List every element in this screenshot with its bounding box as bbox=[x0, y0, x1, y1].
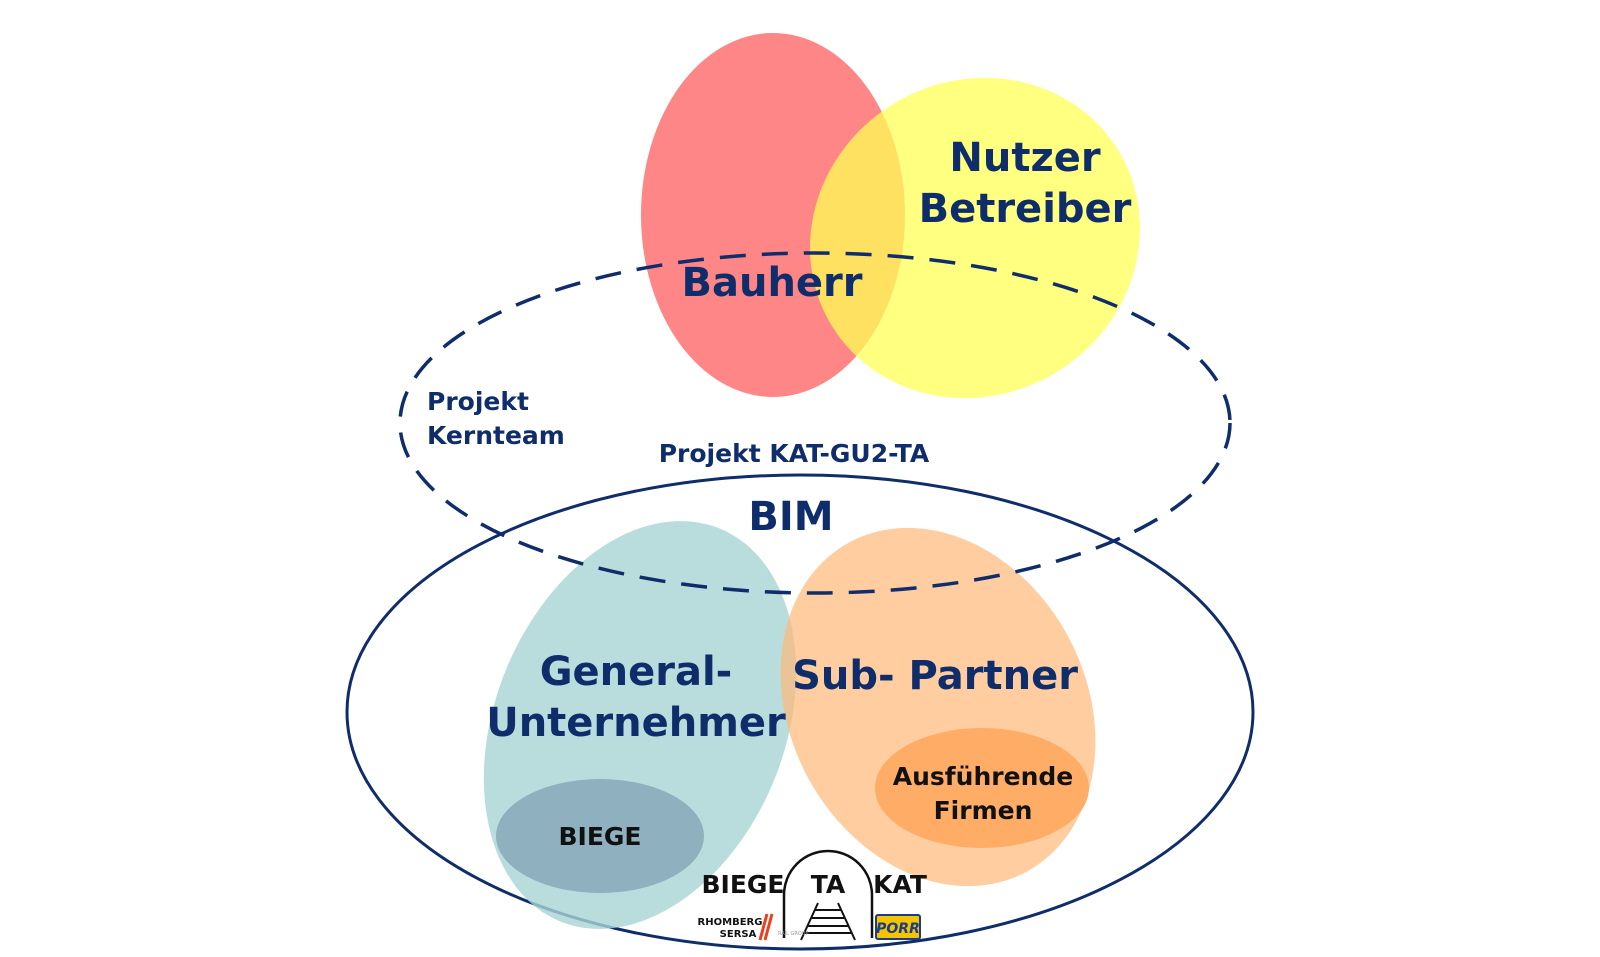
kernteam-label-line1: Projekt bbox=[427, 387, 529, 416]
bauherr-label: Bauherr bbox=[681, 260, 862, 306]
porr-text: PORR bbox=[876, 921, 920, 937]
kernteam-label-line2: Kernteam bbox=[427, 421, 565, 450]
sub-partner-label: Sub- Partner bbox=[792, 653, 1078, 699]
rhomberg-group-text: RAIL GROUP bbox=[778, 931, 809, 937]
nutzer-ellipse bbox=[810, 77, 1140, 399]
bim-ellipse bbox=[345, 473, 1255, 951]
general-label-line2: Unternehmer bbox=[486, 700, 786, 746]
logo-arch-icon bbox=[782, 849, 874, 938]
rhomberg-text: RHOMBERG bbox=[698, 917, 763, 928]
ausfuehrende-label-line2: Firmen bbox=[934, 796, 1033, 825]
sersa-text: SERSA bbox=[720, 929, 757, 940]
betreiber-label: Betreiber bbox=[919, 186, 1132, 232]
logo-ta-text: TA bbox=[811, 870, 846, 899]
logo-biege-text: BIEGE bbox=[701, 870, 784, 899]
biege-label: BIEGE bbox=[558, 822, 641, 851]
biege-ta-kat-logo: BIEGE TA KAT RHOMBERG SERSA RAIL GROUP P… bbox=[698, 849, 927, 941]
ausfuehrende-firmen-ellipse bbox=[875, 728, 1089, 848]
nutzer-label: Nutzer bbox=[949, 135, 1100, 181]
general-label-line1: General- bbox=[540, 649, 733, 695]
logo-track-icon bbox=[800, 902, 856, 941]
projekt-kernteam-ellipse bbox=[398, 251, 1232, 595]
project-name-label: Projekt KAT-GU2-TA bbox=[659, 439, 930, 468]
porr-badge bbox=[875, 914, 921, 940]
logo-kat-text: KAT bbox=[873, 870, 927, 899]
ausfuehrende-label-line1: Ausführende bbox=[893, 762, 1073, 791]
rhomberg-slash-icon bbox=[758, 913, 774, 941]
biege-ellipse bbox=[496, 779, 704, 893]
bim-label: BIM bbox=[748, 494, 833, 540]
